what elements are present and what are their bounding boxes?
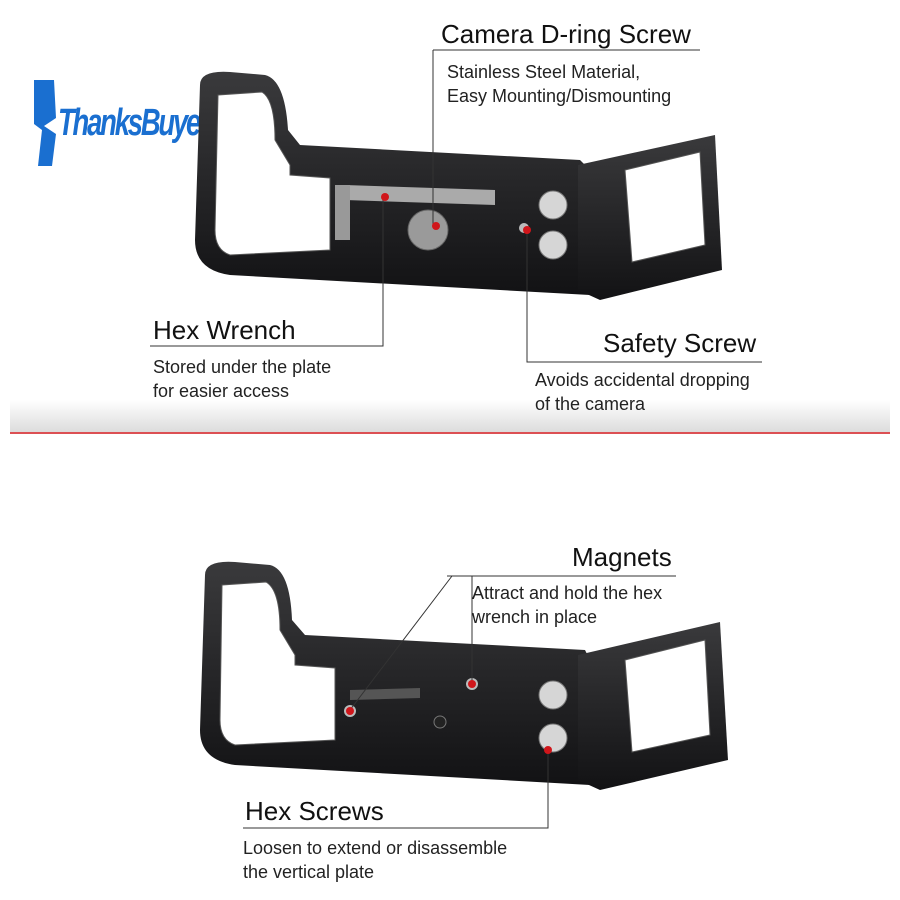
desc-line: of the camera: [535, 394, 646, 414]
desc-line: wrench in place: [472, 607, 598, 627]
callout-desc-safety-screw: Avoids accidental dropping of the camera: [535, 368, 750, 416]
desc-line: for easier access: [153, 381, 290, 401]
callout-title-hex-wrench: Hex Wrench: [153, 315, 296, 345]
callout-title-safety-screw: Safety Screw: [603, 328, 757, 358]
desc-line: Loosen to extend or disassemble: [243, 838, 508, 858]
top-l-bracket-photo: [195, 71, 722, 300]
section-divider-band: [10, 400, 890, 432]
desc-line: the vertical plate: [243, 862, 375, 882]
desc-line: Easy Mounting/Dismounting: [447, 86, 672, 106]
desc-line: Stored under the plate: [153, 357, 332, 377]
desc-line: Attract and hold the hex: [472, 583, 663, 603]
callout-title-hex-screws: Hex Screws: [245, 796, 384, 826]
brand-logo: ThanksBuyer: [32, 78, 266, 168]
logo-text: ThanksBuyer: [58, 101, 210, 144]
desc-line: Avoids accidental dropping: [535, 370, 750, 390]
callout-desc-hex-wrench: Stored under the plate for easier access: [153, 355, 331, 403]
callout-title-d-ring-screw: Camera D-ring Screw: [441, 19, 691, 49]
desc-line: Stainless Steel Material,: [447, 62, 641, 82]
callout-desc-magnets: Attract and hold the hex wrench in place: [472, 581, 662, 629]
callout-desc-d-ring-screw: Stainless Steel Material, Easy Mounting/…: [447, 60, 671, 108]
bottom-l-bracket-photo: [200, 561, 728, 790]
logo-mark-icon: [34, 80, 56, 166]
callout-desc-hex-screws: Loosen to extend or disassemble the vert…: [243, 836, 507, 884]
callout-title-magnets: Magnets: [572, 542, 672, 572]
